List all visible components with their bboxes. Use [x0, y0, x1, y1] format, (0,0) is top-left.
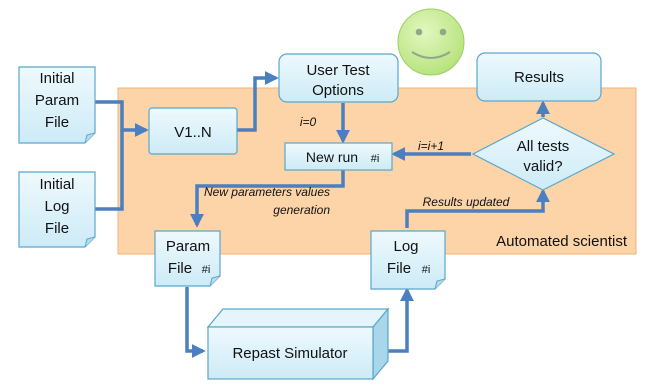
initial-param-line3: File: [45, 114, 69, 131]
i-incr-annotation: i=i+1: [418, 139, 444, 153]
initial-log-line3: File: [45, 220, 69, 237]
automated-scientist-label: Automated scientist: [496, 233, 628, 250]
results-updated-annotation: Results updated: [423, 195, 510, 209]
valid-line1: All tests: [517, 138, 570, 155]
repast-simulator-node: Repast Simulator: [206, 307, 390, 381]
param-file-line2: File: [168, 260, 192, 277]
arrow-newrun-to-param: [190, 168, 345, 228]
i-init-annotation: i=0: [300, 115, 317, 129]
arrow-repast-to-log: [384, 287, 414, 353]
repast-label: Repast Simulator: [232, 345, 347, 362]
arrow-log-to-v1n: [95, 130, 124, 211]
initial-log-file-node: Initial Log File: [18, 171, 96, 248]
log-file-suffix: #i: [422, 264, 431, 276]
options-line2: Options: [312, 82, 364, 99]
options-line1: User Test: [306, 62, 370, 79]
initial-log-line2: Log: [44, 198, 69, 215]
v1n-node: V1..N: [148, 107, 238, 155]
arrow-log-to-valid: [405, 188, 550, 228]
param-file-line1: Param: [166, 238, 210, 255]
arrow-param-to-v1n: [95, 100, 149, 137]
results-node: Results: [476, 52, 602, 102]
new-run-suffix: #i: [371, 153, 380, 165]
param-file-suffix: #i: [202, 264, 211, 276]
initial-param-line2: Param: [35, 92, 79, 109]
all-tests-valid-decision: All tests valid?: [471, 117, 616, 191]
log-file-line2: File: [387, 260, 411, 277]
valid-line2: valid?: [523, 158, 562, 175]
initial-param-line1: Initial: [39, 70, 74, 87]
log-file-i-node: Log File #i: [370, 230, 446, 290]
smiley-face-icon: [397, 8, 465, 76]
user-test-options-node: User Test Options: [278, 53, 399, 103]
arrow-v1n-to-options: [237, 71, 279, 132]
new-run-node: New run #i: [284, 142, 393, 171]
new-params-annotation-line1: New parameters values: [204, 185, 330, 199]
new-run-label: New run: [306, 149, 358, 165]
results-label: Results: [514, 69, 564, 86]
new-params-annotation-line2: generation: [273, 203, 330, 217]
log-file-line1: Log: [393, 238, 418, 255]
param-file-i-node: Param File #i: [154, 230, 221, 287]
connectors: [95, 71, 550, 358]
arrow-param-to-repast: [185, 287, 206, 358]
initial-log-line1: Initial: [39, 176, 74, 193]
v1n-label: V1..N: [174, 124, 212, 141]
initial-param-file-node: Initial Param File: [18, 66, 96, 144]
